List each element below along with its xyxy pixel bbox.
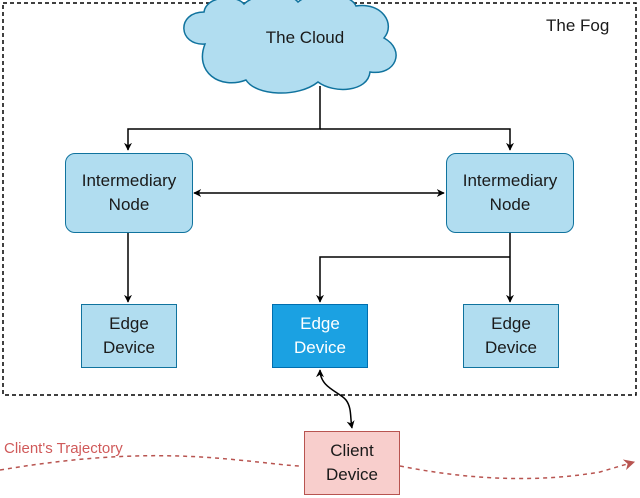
trajectory-label: Client's Trajectory (4, 440, 123, 457)
cloud-shape (183, 0, 397, 94)
edge-device-left[interactable]: Edge Device (81, 304, 177, 368)
client-trajectory-path (0, 454, 303, 471)
connector-right-to-edge-center (316, 256, 510, 303)
client-trajectory-path-continued (399, 459, 636, 480)
client-device[interactable]: Client Device (304, 431, 400, 495)
intermediary-node-left[interactable]: Intermediary Node (65, 153, 193, 233)
connector-cloud-to-right (320, 128, 514, 151)
connector-cloud-to-left (124, 86, 321, 151)
intermediary-node-right[interactable]: Intermediary Node (446, 153, 574, 233)
edge-device-right[interactable]: Edge Device (463, 304, 559, 368)
fog-label: The Fog (546, 16, 610, 35)
cloud-label: The Cloud (265, 28, 345, 47)
edge-device-center[interactable]: Edge Device (272, 304, 368, 368)
connector-client-edge (316, 369, 355, 429)
